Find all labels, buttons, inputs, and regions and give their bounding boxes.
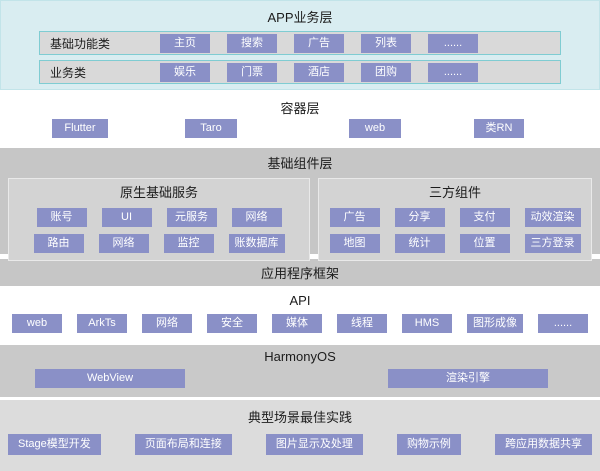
basic-functions-label: 基础功能类 [50,36,111,51]
native-services-box: 原生基础服务 账号 UI 元服务 网络 路由 网络 监控 账数据库 [8,178,310,261]
app-row-business: 业务类 娱乐 门票 酒店 团购 ...... [39,60,561,84]
meta-service-chip: 元服务 [166,208,217,227]
business-chips: 娱乐 门票 酒店 团购 ...... [160,62,478,82]
location-chip: 位置 [459,234,510,253]
security-chip: 安全 [207,314,257,333]
third-login-chip: 三方登录 [524,234,581,253]
app-framework-title: 应用程序框架 [260,266,339,281]
motion-render-chip: 动效渲染 [524,208,581,227]
third-party-row-1: 广告 分享 支付 动效渲染 [319,208,591,227]
api-layer-title: API [289,293,311,308]
api-network-chip: 网络 [142,314,192,333]
more-chip-basic: ...... [428,33,478,53]
flutter-chip: Flutter [52,119,108,138]
best-practice-section: 典型场景最佳实践 Stage模型开发 页面布局和连接 图片显示及处理 购物示例 … [0,400,600,471]
third-party-box: 三方组件 广告 分享 支付 动效渲染 地图 统计 位置 三方登录 [318,178,592,261]
native-services-title: 原生基础服务 [119,185,198,200]
business-label: 业务类 [50,65,87,80]
component-layer-title: 基础组件层 [267,156,333,171]
search-chip: 搜索 [227,33,277,53]
hotel-chip: 酒店 [294,62,344,82]
harmonyos-section: HarmonyOS WebView 渲染引擎 [0,345,600,397]
share-chip: 分享 [394,208,445,227]
account-chip: 账号 [36,208,87,227]
container-layer-title: 容器层 [280,101,320,116]
map-chip: 地图 [329,234,380,253]
webview-chip: WebView [35,369,185,388]
statistics-chip: 统计 [394,234,445,253]
best-practice-title: 典型场景最佳实践 [247,410,352,425]
app-row-basic-functions: 基础功能类 主页 搜索 广告 列表 ...... [39,31,561,55]
ads-chip: 广告 [294,33,344,53]
router-chip: 路由 [33,234,84,253]
more-chip-business: ...... [428,62,478,82]
web-chip: web [349,119,401,138]
groupbuy-chip: 团购 [361,62,411,82]
shopping-demo-chip: 购物示例 [396,434,461,455]
arkts-chip: ArkTs [77,314,127,333]
ad-chip: 广告 [329,208,380,227]
component-boxes: 原生基础服务 账号 UI 元服务 网络 路由 网络 监控 账数据库 三方组件 广… [0,172,600,261]
basic-component-layer-section: 基础组件层 原生基础服务 账号 UI 元服务 网络 路由 网络 监控 账数据库 [0,148,600,261]
page-layout-chip: 页面布局和连接 [134,434,232,455]
harmonyos-title: HarmonyOS [264,349,336,364]
stage-dev-chip: Stage模型开发 [8,434,101,455]
ui-chip: UI [101,208,152,227]
app-framework-section: 应用程序框架 [0,259,600,286]
database-chip: 账数据库 [228,234,285,253]
api-more-chip: ...... [538,314,588,333]
container-layer-section: 容器层 Flutter Taro web 类RN [0,93,600,145]
monitor-chip: 监控 [163,234,214,253]
rn-like-chip: 类RN [474,119,524,138]
graphics-chip: 图形成像 [467,314,523,333]
taro-chip: Taro [185,119,237,138]
native-services-row-1: 账号 UI 元服务 网络 [9,208,309,227]
best-practice-chips-row: Stage模型开发 页面布局和连接 图片显示及处理 购物示例 跨应用数据共享 [0,434,600,455]
third-party-title: 三方组件 [428,185,481,200]
api-web-chip: web [12,314,62,333]
app-layer-title: APP业务层 [267,10,333,25]
thread-chip: 线程 [337,314,387,333]
third-party-row-2: 地图 统计 位置 三方登录 [319,234,591,253]
entertainment-chip: 娱乐 [160,62,210,82]
api-layer-section: API web ArkTs 网络 安全 媒体 线程 HMS 图形成像 .....… [0,289,600,342]
home-chip: 主页 [160,33,210,53]
native-services-row-2: 路由 网络 监控 账数据库 [9,234,309,253]
media-chip: 媒体 [272,314,322,333]
api-chips-row: web ArkTs 网络 安全 媒体 线程 HMS 图形成像 ...... [0,314,600,333]
tickets-chip: 门票 [227,62,277,82]
payment-chip: 支付 [459,208,510,227]
image-display-chip: 图片显示及处理 [265,434,363,455]
basic-functions-chips: 主页 搜索 广告 列表 ...... [160,33,478,53]
network-chip-2: 网络 [98,234,149,253]
app-business-layer-section: APP业务层 基础功能类 主页 搜索 广告 列表 ...... 业务类 娱乐 门… [0,0,600,90]
list-chip: 列表 [361,33,411,53]
network-chip: 网络 [231,208,282,227]
render-engine-chip: 渲染引擎 [388,369,548,388]
hms-chip: HMS [402,314,452,333]
cross-app-data-chip: 跨应用数据共享 [495,434,592,455]
